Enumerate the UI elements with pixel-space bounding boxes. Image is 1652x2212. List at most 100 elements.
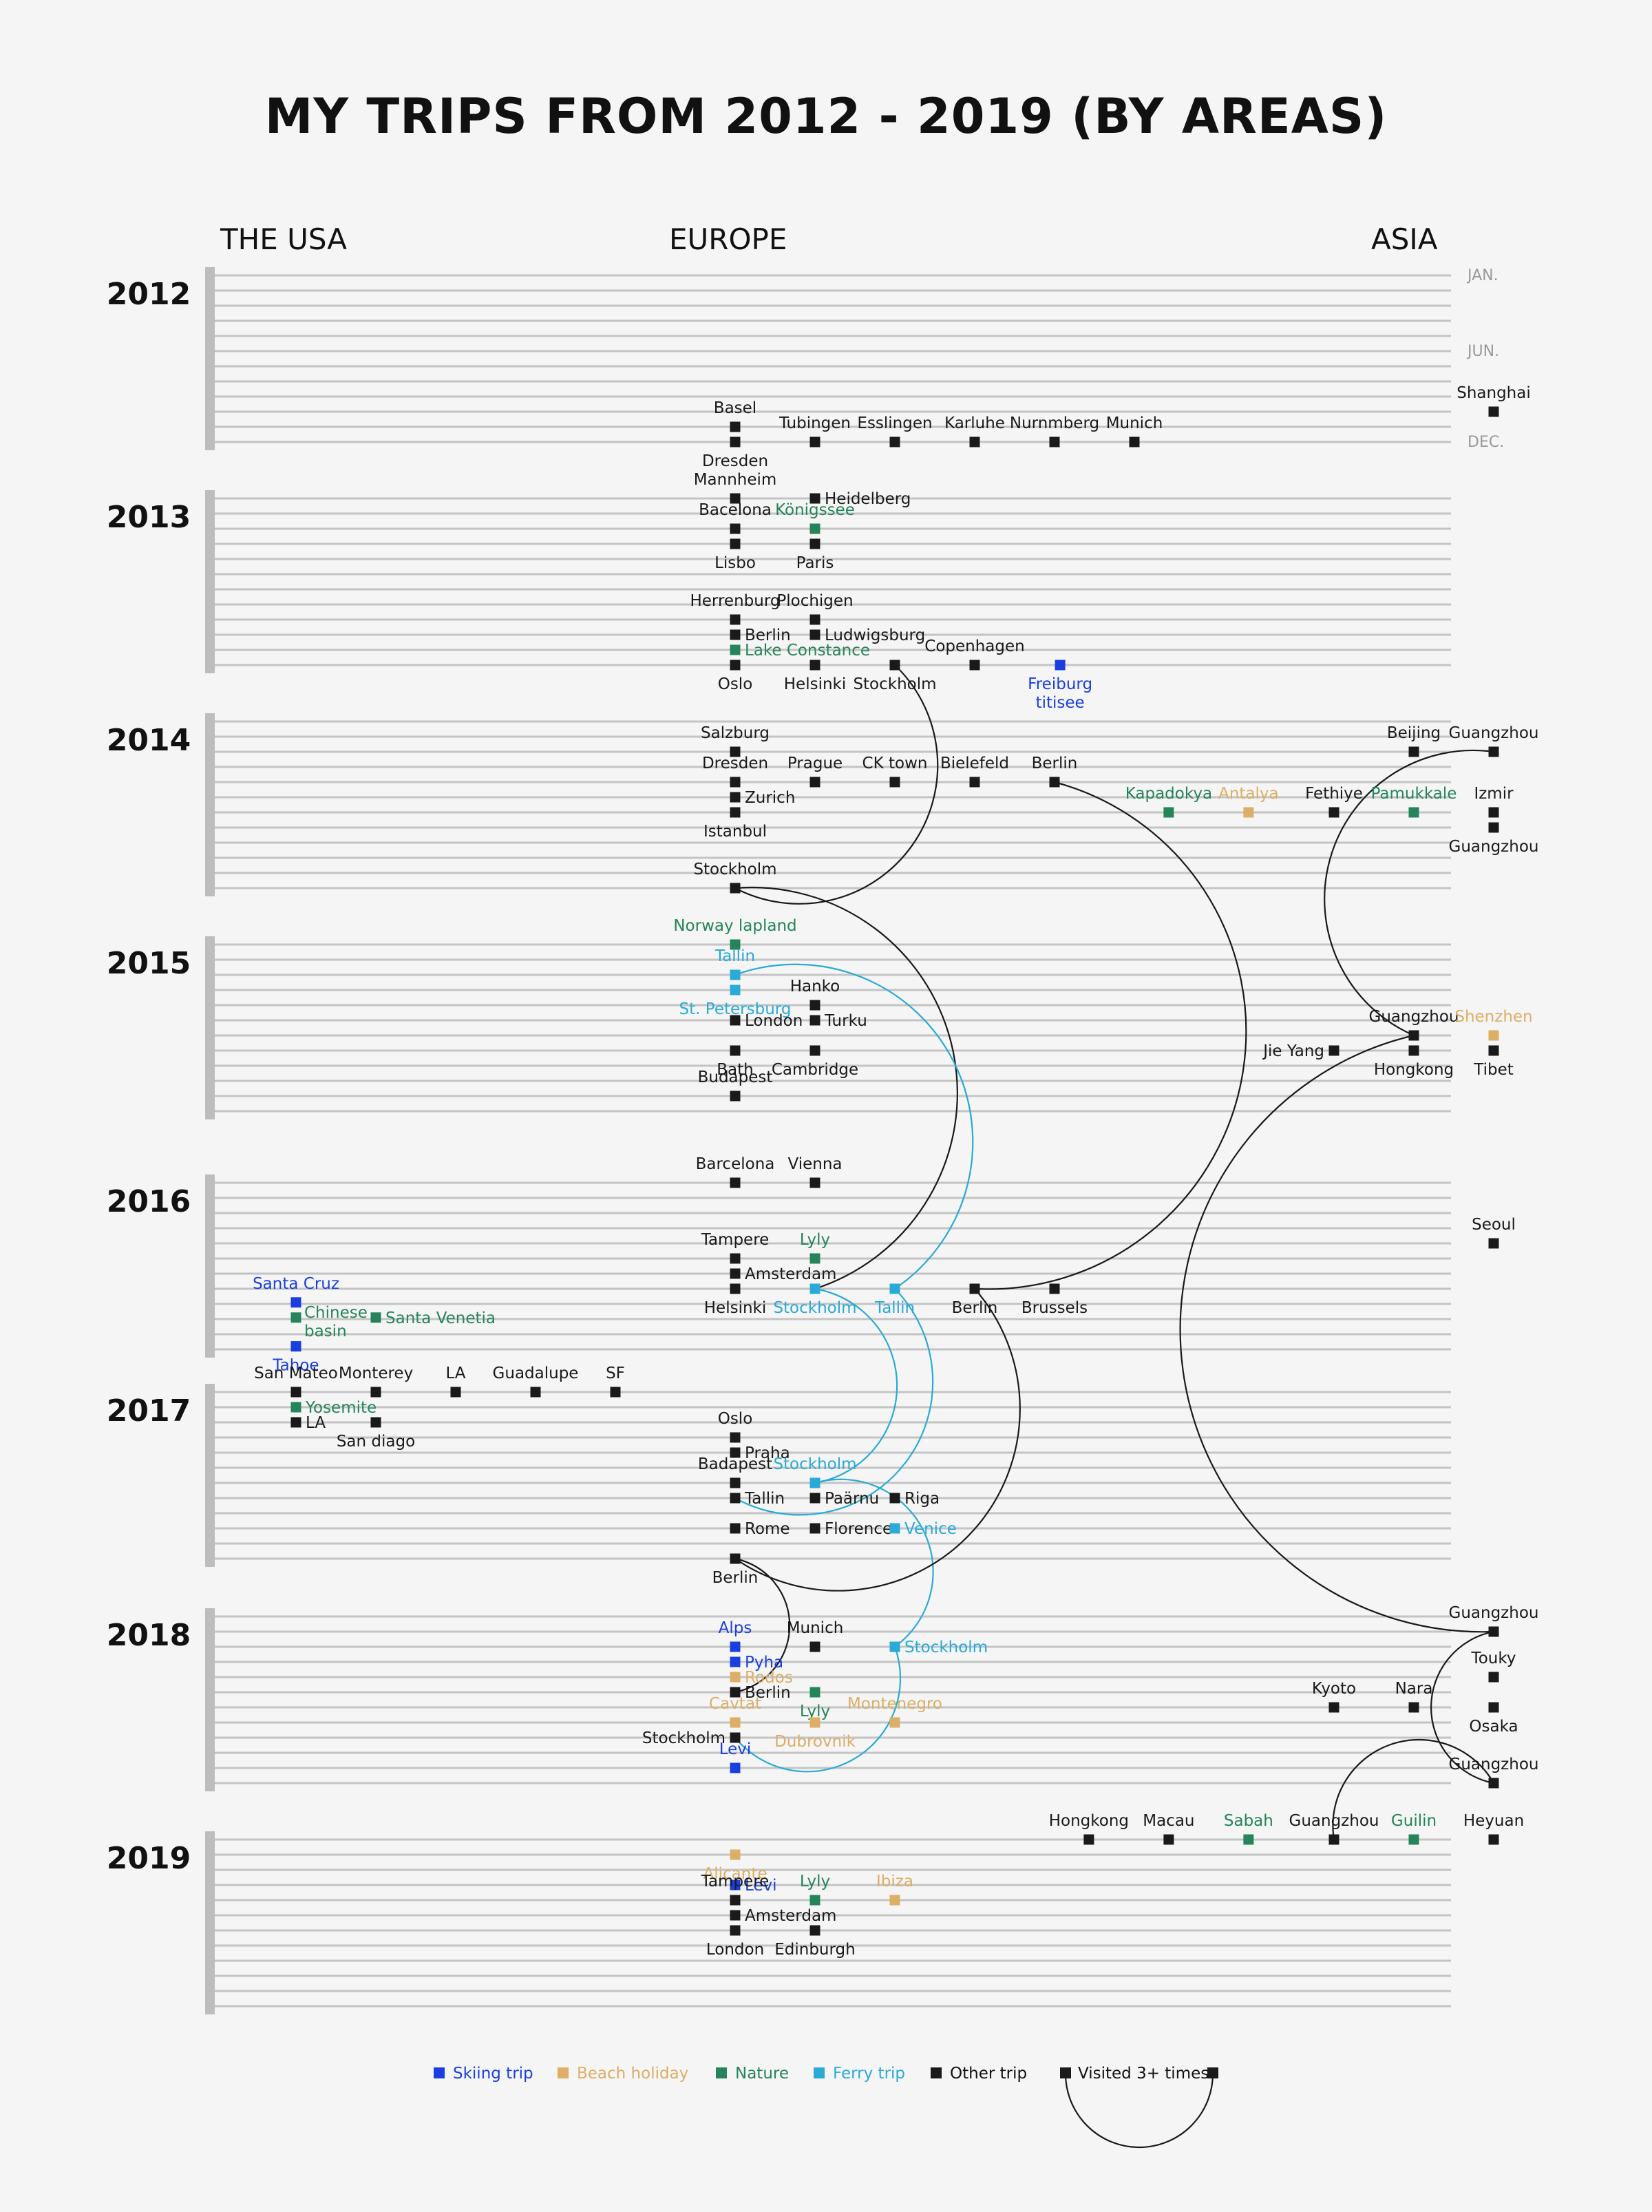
trip-marker-macau (1163, 1834, 1174, 1845)
trip-label: Lisbo (714, 554, 756, 572)
trip-label: Tampere (701, 1231, 770, 1249)
year-bar (205, 713, 215, 896)
month-marker: JUN. (1466, 343, 1499, 360)
trip-label: Brussels (1021, 1299, 1088, 1317)
trip-marker-karluhe (969, 436, 980, 447)
trip-marker-edinburgh (809, 1925, 820, 1936)
trip-label: Rome (745, 1520, 790, 1538)
legend-label-ferry: Ferry trip (833, 2065, 905, 2083)
trip-marker-tampere (730, 1895, 741, 1906)
trip-marker-tallin (889, 1283, 900, 1294)
arc-guangzhou (1430, 1630, 1494, 1784)
trip-label: Berlin (745, 1684, 791, 1702)
trip-marker-praha (730, 1447, 741, 1458)
trip-marker-oslo (730, 1432, 741, 1443)
trip-label: Tubingen (779, 414, 851, 432)
trip-label: Tallin (874, 1299, 915, 1317)
trip-label: Fethiye (1305, 785, 1363, 803)
region-header: ASIA (1371, 222, 1438, 256)
trip-label: Bielefeld (940, 755, 1009, 772)
trip-label: Bath (717, 1061, 753, 1079)
trip-marker-ibiza (889, 1895, 900, 1906)
trip-marker-rome (730, 1523, 741, 1534)
trip-marker-amsterdam (730, 1268, 741, 1279)
trip-label: Heidelberg (825, 490, 911, 508)
trip-label: Hongkong (1049, 1812, 1129, 1830)
trip-marker-levi (730, 1762, 741, 1773)
trip-label: Lyly (800, 1873, 830, 1890)
trip-marker-rodos (730, 1672, 741, 1683)
trip-marker-london (730, 1925, 741, 1936)
trip-label: Oslo (718, 675, 753, 693)
trip-marker-london (730, 1015, 741, 1026)
trip-marker-prague (809, 777, 820, 788)
trip-label: Mannheim (694, 471, 777, 489)
trip-marker-bielefeld (969, 777, 980, 788)
trip-marker-barcelona (730, 1177, 741, 1188)
trip-label: Montenegro (847, 1695, 942, 1713)
trip-marker-guangzhou (1328, 1834, 1339, 1845)
arc-guangzhou (1332, 1738, 1494, 1840)
trip-marker-berlin (730, 629, 741, 640)
trip-marker-helsinki (730, 1283, 741, 1294)
legend-visited-swatch (1060, 2067, 1071, 2078)
trip-label: Königssee (775, 501, 855, 519)
trip-marker-lyly (809, 1687, 820, 1698)
trip-marker-ck-town (889, 777, 900, 788)
year-bar (205, 267, 215, 450)
trip-label: Tibet (1473, 1061, 1514, 1079)
trip-label: Guangzhou (1449, 724, 1539, 742)
trip-label: Vienna (787, 1155, 842, 1173)
trip-label: Hanko (790, 978, 840, 996)
trip-marker-st-petersburg (730, 984, 741, 996)
trip-label: Guangzhou (1449, 1756, 1539, 1773)
trip-label: Nurnmberg (1010, 414, 1099, 432)
trip-marker-montenegro (889, 1717, 900, 1728)
trip-label: LA (306, 1414, 326, 1432)
trip-label: Tampere (701, 1873, 770, 1890)
trip-marker-kyoto (1328, 1702, 1339, 1713)
trip-label: Monterey (339, 1365, 413, 1382)
month-marker: DEC. (1468, 434, 1504, 451)
trip-marker-pa-rnu (809, 1493, 820, 1504)
repeat-visit-arcs (734, 664, 1494, 1840)
trip-label: Lyly (800, 1231, 830, 1249)
trip-marker-stockholm (889, 660, 900, 671)
trip-label: Freiburg (1028, 675, 1092, 693)
trip-label: Stockholm (773, 1299, 856, 1317)
year-label: 2019 (107, 1841, 191, 1876)
legend-swatch-ski (434, 2067, 445, 2078)
trip-marker-guangzhou (1408, 1030, 1419, 1041)
trip-marker-istanbul (730, 807, 741, 818)
trip-marker-berlin (969, 1283, 980, 1294)
trip-marker-dresden (730, 777, 741, 788)
year-bar (205, 1831, 215, 2014)
trip-label: Hongkong (1374, 1061, 1454, 1079)
legend-swatch-other (931, 2067, 942, 2078)
trip-label: Stockholm (904, 1639, 988, 1656)
year-label: 2012 (107, 277, 191, 312)
trip-marker-pamukkale (1408, 807, 1419, 818)
trip-label: Heyuan (1463, 1812, 1524, 1830)
trip-marker-heidelberg (809, 493, 820, 504)
trip-marker-hongkong (1408, 1045, 1419, 1056)
trip-marker-guadalupe (530, 1387, 541, 1398)
trip-marker-venice (889, 1523, 900, 1534)
trip-marker-amsterdam (730, 1910, 741, 1921)
trip-marker-florence (809, 1523, 820, 1534)
trip-marker-yosemite (290, 1402, 301, 1413)
trip-marker-lake-constance (730, 644, 741, 655)
year-label: 2015 (107, 946, 191, 981)
trip-marker-san-diago (370, 1417, 381, 1428)
trip-label: Amsterdam (745, 1265, 836, 1283)
trip-label: Istanbul (703, 823, 767, 841)
trip-marker-guangzhou (1488, 822, 1499, 833)
trip-marker-guangzhou (1488, 1626, 1499, 1637)
trip-label: San Mateo (254, 1365, 338, 1382)
year-label: 2017 (107, 1393, 191, 1429)
trip-label: Edinburgh (774, 1941, 856, 1959)
trip-label: Kapadokya (1125, 785, 1212, 803)
trip-label: Ibiza (876, 1873, 913, 1890)
arc-tallin (734, 963, 974, 1289)
trip-marker-chinese-basin (290, 1312, 301, 1323)
